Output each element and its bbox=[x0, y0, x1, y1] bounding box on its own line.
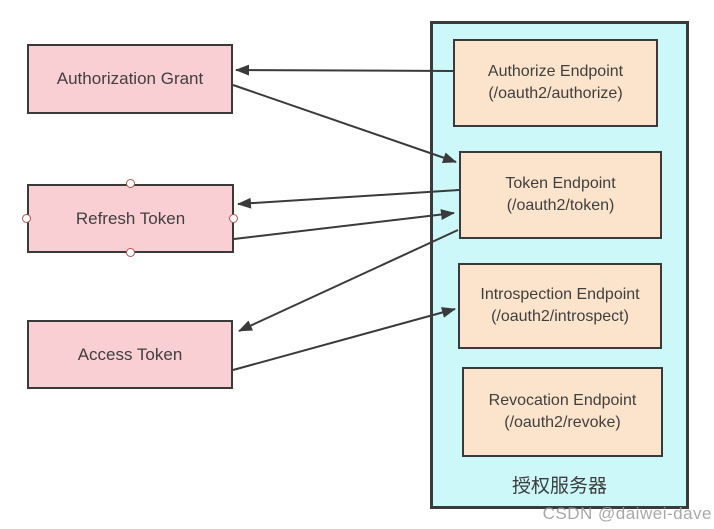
node-sublabel: (/oauth2/introspect) bbox=[491, 308, 629, 325]
node-sublabel: (/oauth2/authorize) bbox=[488, 85, 623, 102]
connection-arrow-access_token-to-introspection_endpoint[interactable] bbox=[232, 307, 456, 371]
selection-handle-left[interactable] bbox=[22, 214, 31, 223]
selection-handle-top[interactable] bbox=[126, 179, 135, 188]
node-refresh-token[interactable]: Refresh Token bbox=[27, 184, 234, 253]
node-authorization-grant[interactable]: Authorization Grant bbox=[27, 44, 233, 114]
node-label: Introspection Endpoint bbox=[480, 286, 640, 303]
csdn-watermark: CSDN @daiwei-dave bbox=[542, 504, 712, 523]
node-label: Refresh Token bbox=[75, 208, 186, 228]
node-sublabel: (/oauth2/token) bbox=[506, 197, 615, 214]
node-authorize-endpoint[interactable]: Authorize Endpoint (/oauth2/authorize) bbox=[453, 39, 658, 127]
selection-handle-bottom[interactable] bbox=[126, 248, 135, 257]
connection-arrow-token_endpoint-to-refresh_token[interactable] bbox=[237, 189, 460, 209]
connection-arrow-authorization_grant-to-token_endpoint[interactable] bbox=[232, 84, 457, 163]
node-token-endpoint[interactable]: Token Endpoint (/oauth2/token) bbox=[459, 151, 662, 239]
connection-arrow-refresh_token-to-token_endpoint[interactable] bbox=[233, 209, 455, 240]
node-label: Authorize Endpoint bbox=[487, 63, 624, 80]
node-label: Revocation Endpoint bbox=[488, 392, 637, 409]
auth-server-label: 授权服务器 bbox=[511, 476, 607, 497]
connection-arrow-authorize_endpoint-to-authorization_grant[interactable] bbox=[235, 64, 454, 76]
node-label: Token Endpoint bbox=[505, 175, 616, 192]
node-revocation-endpoint[interactable]: Revocation Endpoint (/oauth2/revoke) bbox=[462, 367, 663, 457]
node-label: Authorization Grant bbox=[56, 69, 204, 88]
node-access-token[interactable]: Access Token bbox=[27, 320, 233, 389]
node-label: Access Token bbox=[77, 344, 183, 364]
node-sublabel: (/oauth2/revoke) bbox=[504, 414, 621, 431]
selection-handle-right[interactable] bbox=[229, 214, 238, 223]
node-introspection-endpoint[interactable]: Introspection Endpoint (/oauth2/introspe… bbox=[458, 263, 662, 349]
connection-arrow-token_endpoint-to-access_token[interactable] bbox=[238, 229, 459, 332]
